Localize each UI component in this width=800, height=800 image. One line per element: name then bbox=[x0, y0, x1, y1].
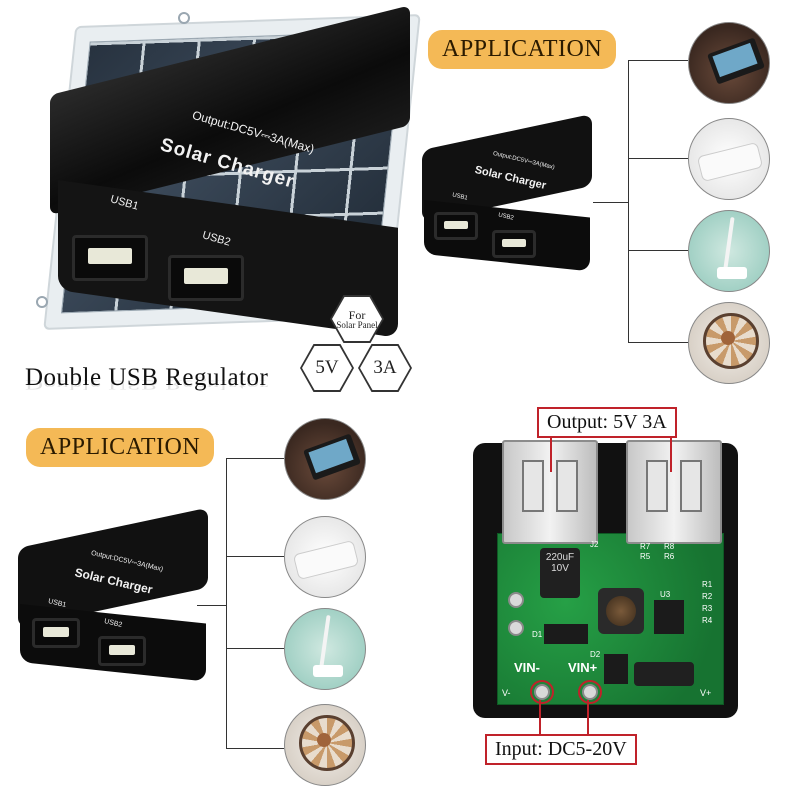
usb1-port bbox=[434, 212, 478, 240]
silk-r7: R7 bbox=[640, 542, 651, 551]
silk-v-plus: V+ bbox=[700, 688, 712, 698]
capacitor-small bbox=[634, 662, 694, 686]
input-marker-circle bbox=[530, 680, 554, 704]
output-callout: Output: 5V 3A bbox=[537, 407, 677, 438]
diode-d1 bbox=[544, 624, 588, 644]
hexagon-for-solar-panel: For Solar Panel bbox=[330, 295, 384, 343]
diode-d2 bbox=[604, 654, 628, 684]
silk-r4: R4 bbox=[702, 616, 713, 625]
cap-voltage: 10V bbox=[551, 563, 569, 574]
usb-a-connector-left bbox=[502, 440, 598, 544]
silk-r2: R2 bbox=[702, 592, 713, 601]
connector-line bbox=[226, 748, 284, 749]
connector-line bbox=[628, 250, 688, 251]
usb2-port bbox=[98, 636, 146, 666]
silk-r5: R5 bbox=[640, 552, 651, 561]
solar-charger-small-bottom: Output:DC5V⎓3A(Max) Solar Charger USB1 U… bbox=[18, 507, 208, 682]
power-bank-icon bbox=[688, 118, 770, 200]
usb-lamp-icon bbox=[284, 608, 366, 690]
usb-a-connector-right bbox=[626, 440, 722, 544]
callout-line bbox=[587, 700, 589, 736]
hexagon-current: 3A bbox=[358, 344, 412, 392]
connector-line bbox=[226, 458, 284, 459]
panel-mount-hole bbox=[178, 12, 190, 24]
silk-u3: U3 bbox=[660, 590, 671, 599]
hex-for-text: For bbox=[348, 307, 366, 322]
connector-line bbox=[593, 202, 629, 203]
ic-chip-u3 bbox=[654, 600, 684, 634]
hex-solar-panel-text: Solar Panel bbox=[336, 319, 378, 330]
connector-line bbox=[628, 342, 688, 343]
usb-fan-icon bbox=[688, 302, 770, 384]
connector-line bbox=[628, 60, 629, 342]
callout-line bbox=[550, 436, 552, 472]
hex-current-text: 3A bbox=[360, 346, 410, 390]
silk-r1: R1 bbox=[702, 580, 713, 589]
usb-fan-icon bbox=[284, 704, 366, 786]
silk-j2: J2 bbox=[590, 540, 599, 549]
callout-line bbox=[670, 436, 672, 472]
connector-line bbox=[628, 60, 688, 61]
input-callout: Input: DC5-20V bbox=[485, 734, 637, 765]
product-title-reflection: Double USB Regulator bbox=[25, 377, 269, 392]
connector-line bbox=[226, 556, 284, 557]
hex-voltage-text: 5V bbox=[302, 346, 352, 390]
hexagon-voltage: 5V bbox=[300, 344, 354, 392]
solar-charger-small-top: Output:DC5V⎓3A(Max) Solar Charger USB1 U… bbox=[422, 113, 592, 272]
silk-d1: D1 bbox=[532, 630, 543, 639]
solar-charger-large: Output:DC5V⎓3A(Max) Solar Charger USB1 U… bbox=[50, 5, 410, 338]
silk-v-minus: V- bbox=[502, 688, 511, 698]
usb-lamp-icon bbox=[688, 210, 770, 292]
connector-line bbox=[226, 458, 227, 748]
silk-vin-minus: VIN- bbox=[514, 660, 540, 675]
inductor bbox=[598, 588, 644, 634]
connector-line bbox=[197, 605, 227, 606]
connector-line bbox=[628, 158, 688, 159]
usb1-port bbox=[72, 235, 148, 281]
silk-r3: R3 bbox=[702, 604, 713, 613]
application-badge-bottom: APPLICATION bbox=[26, 428, 215, 467]
test-pad bbox=[508, 620, 524, 636]
callout-line bbox=[539, 700, 541, 736]
smartphone-charging-icon bbox=[688, 22, 770, 104]
smartphone-charging-icon bbox=[284, 418, 366, 500]
cap-value: 220uF bbox=[545, 552, 575, 563]
usb2-port bbox=[492, 230, 536, 258]
silk-d2: D2 bbox=[590, 650, 601, 659]
usb1-port bbox=[32, 618, 80, 648]
silk-r8: R8 bbox=[664, 542, 675, 551]
silk-vin-plus: VIN+ bbox=[568, 660, 598, 675]
connector-line bbox=[226, 648, 284, 649]
test-pad bbox=[508, 592, 524, 608]
silk-r6: R6 bbox=[664, 552, 675, 561]
product-title: Double USB Regulator bbox=[25, 364, 269, 391]
capacitor-220uf: 220uF 10V bbox=[540, 548, 580, 598]
panel-mount-hole bbox=[36, 296, 48, 308]
application-badge-top: APPLICATION bbox=[428, 30, 617, 69]
input-marker-circle bbox=[578, 680, 602, 704]
power-bank-icon bbox=[284, 516, 366, 598]
usb2-port bbox=[168, 255, 244, 301]
